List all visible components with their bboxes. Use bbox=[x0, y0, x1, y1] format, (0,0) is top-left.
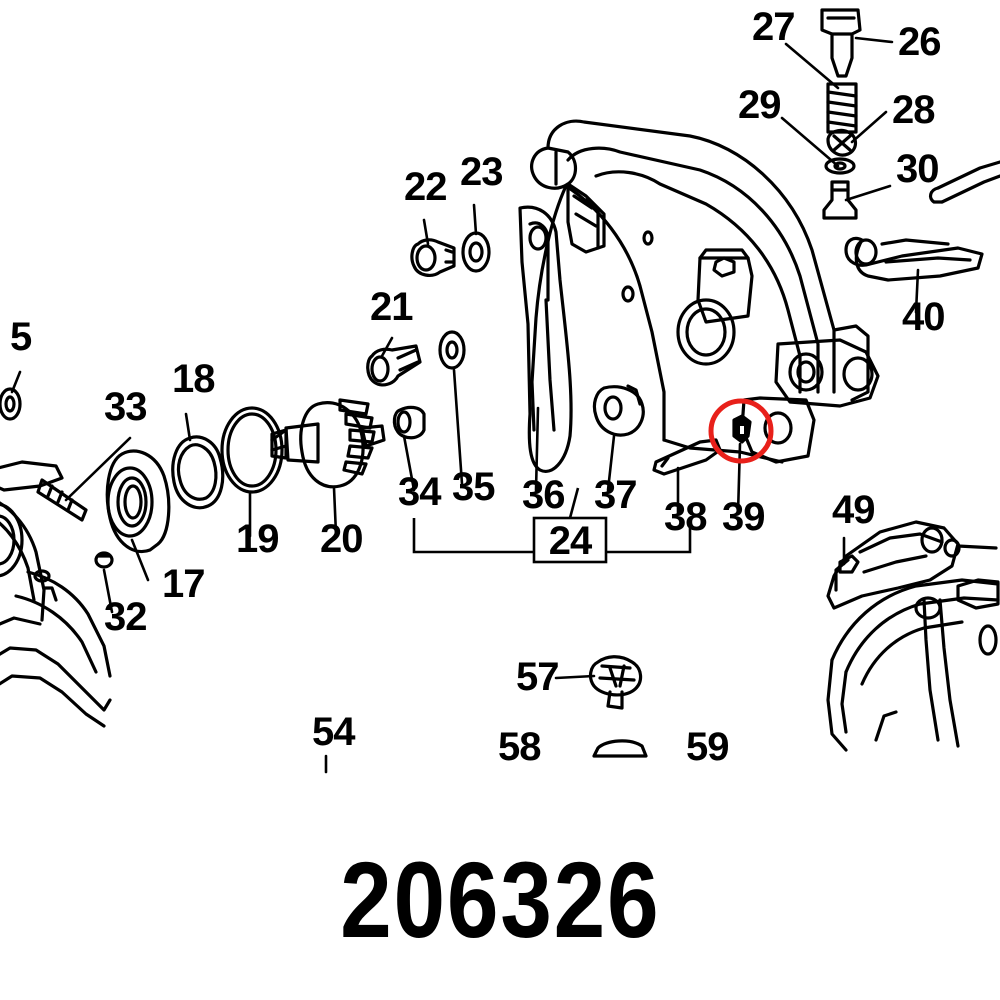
part-57-knob bbox=[588, 655, 643, 710]
callout-label-19: 19 bbox=[236, 517, 279, 561]
left-housing-clipped bbox=[0, 460, 112, 728]
callout-label-38: 38 bbox=[664, 495, 707, 539]
part-18-retaining-ring bbox=[171, 435, 225, 510]
part-28-nut bbox=[826, 128, 858, 157]
part-19-o-ring bbox=[220, 406, 284, 494]
part-number-plate: 206326 bbox=[0, 800, 1000, 1000]
part-20-pinion-shaft bbox=[270, 398, 386, 489]
callout-label-23: 23 bbox=[460, 150, 503, 194]
callout-label-32: 32 bbox=[104, 595, 147, 639]
callout-label-5: 5 bbox=[10, 315, 32, 359]
callout-label-59: 59 bbox=[686, 725, 729, 769]
callout-label-57: 57 bbox=[516, 655, 559, 699]
callout-label-30: 30 bbox=[896, 147, 939, 191]
callout-label-40: 40 bbox=[902, 295, 945, 339]
callout-label-28: 28 bbox=[892, 88, 935, 132]
part-number-text: 206326 bbox=[339, 839, 661, 960]
callout-label-22: 22 bbox=[404, 165, 447, 209]
assembly-group-24-bracket bbox=[412, 487, 692, 564]
group-box-label-24: 24 bbox=[549, 519, 593, 563]
part-38-roll-pin bbox=[652, 438, 722, 476]
part-5-washer bbox=[0, 387, 22, 421]
callout-label-36: 36 bbox=[522, 473, 565, 517]
part-30-shoulder-bolt bbox=[822, 180, 858, 220]
callout-label-27: 27 bbox=[752, 5, 795, 49]
part-17-ball-bearing bbox=[105, 449, 171, 553]
callout-label-34: 34 bbox=[398, 470, 442, 514]
callout-label-37: 37 bbox=[594, 473, 637, 517]
callout-label-49: 49 bbox=[832, 488, 875, 532]
part-27-spring bbox=[826, 82, 858, 134]
highlighted-part-circle bbox=[708, 398, 774, 464]
part-39-clip bbox=[732, 414, 752, 444]
callout-label-21: 21 bbox=[370, 285, 413, 329]
part-36-riving-knife bbox=[518, 205, 573, 473]
callout-label-39: 39 bbox=[722, 495, 765, 539]
bottom-clipped-parts bbox=[592, 739, 648, 758]
part-37-bushing bbox=[592, 384, 645, 437]
part-22-screw bbox=[410, 238, 456, 277]
part-29-washer bbox=[824, 157, 856, 175]
part-35-washer bbox=[438, 330, 466, 370]
callout-label-17: 17 bbox=[162, 562, 205, 606]
part-49-screw bbox=[838, 554, 860, 574]
callout-label-35: 35 bbox=[452, 465, 495, 509]
part-34-bushing bbox=[392, 405, 426, 440]
callout-label-58: 58 bbox=[498, 725, 541, 769]
part-32-pin bbox=[94, 551, 114, 569]
part-23-washer bbox=[461, 231, 491, 273]
main-housing-assembly bbox=[530, 119, 880, 464]
callout-label-54: 54 bbox=[312, 710, 356, 754]
callout-label-26: 26 bbox=[898, 20, 941, 64]
right-lower-housing bbox=[826, 520, 1000, 752]
part-33-threaded-rod bbox=[36, 478, 88, 522]
part-rod-right bbox=[928, 160, 1000, 204]
part-21-screw bbox=[366, 344, 422, 387]
callout-label-20: 20 bbox=[320, 517, 363, 561]
leader-lines bbox=[10, 36, 920, 774]
callout-label-18: 18 bbox=[172, 357, 215, 401]
part-40-lever bbox=[844, 236, 984, 282]
callout-label-33: 33 bbox=[104, 385, 147, 429]
callout-label-29: 29 bbox=[738, 83, 781, 127]
part-26-stud-bolt bbox=[820, 8, 862, 78]
